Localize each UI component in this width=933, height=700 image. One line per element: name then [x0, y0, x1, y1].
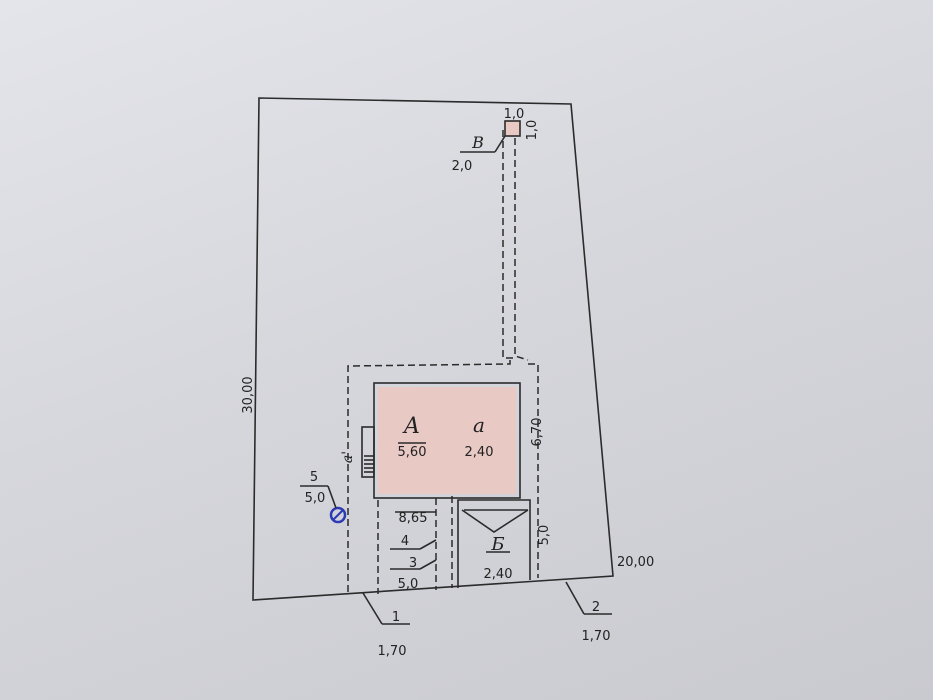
shed-letter: Б [490, 534, 504, 555]
fence-right [528, 363, 539, 578]
path-left [502, 130, 514, 359]
plot-boundary [252, 97, 614, 601]
well-value: 5,0 [305, 491, 326, 506]
shed-value: 2,40 [484, 567, 513, 582]
fence-3-num: 3 [409, 556, 417, 571]
plot-length-label: 30,00 [241, 376, 256, 413]
well-icon [329, 506, 347, 524]
house-value: 5,60 [398, 445, 427, 460]
gate-2-num: 2 [592, 600, 600, 615]
gate-2-value: 1,70 [582, 629, 611, 644]
porch-small [361, 426, 375, 478]
gate-1-value: 1,70 [378, 644, 407, 659]
fence-outline [347, 360, 511, 592]
well-num: 5 [310, 470, 318, 485]
house-letter: А [402, 414, 421, 439]
porch-letter: а [473, 413, 485, 437]
plot-width-label: 20,00 [617, 555, 654, 570]
shed-outline [457, 499, 531, 588]
house-fill [378, 387, 516, 494]
stairs [364, 455, 374, 473]
well-icon-stroke [332, 509, 344, 521]
toilet-value: 2,0 [452, 159, 473, 174]
fence-3-value: 5,0 [398, 577, 419, 592]
gate-1-num: 1 [392, 610, 400, 625]
toilet-size-h: 1,0 [525, 120, 540, 141]
fence-right-label: 6,70 [530, 418, 545, 447]
toilet-letter: В [471, 133, 484, 152]
porch-value: 2,40 [465, 445, 494, 460]
toilet-size-w: 1,0 [504, 107, 525, 122]
leader-lines [300, 135, 612, 625]
fence-right-lower-label: 5,0 [537, 525, 552, 546]
fence-4-value: 8,65 [399, 511, 428, 526]
shed-roof-mark [461, 509, 529, 533]
path-right [514, 138, 529, 361]
porch-small-label: а' [340, 451, 356, 463]
fence-4-num: 4 [401, 534, 409, 549]
toilet-building [504, 120, 521, 137]
